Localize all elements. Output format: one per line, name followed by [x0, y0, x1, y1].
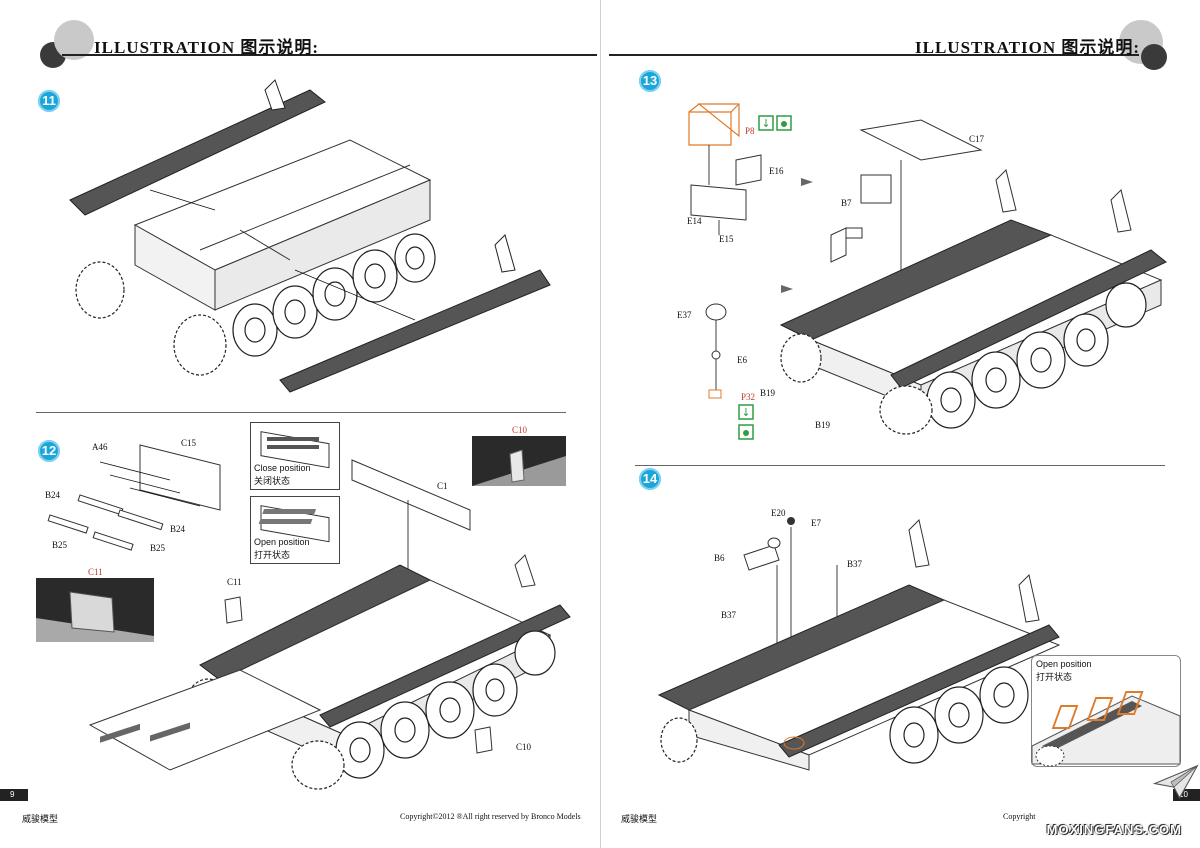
footer-copyright: Copyright — [1003, 812, 1036, 821]
step-12-subassembly — [47, 444, 221, 551]
part-label-c11: C11 — [227, 577, 242, 587]
part-label-b24-b: B24 — [170, 524, 186, 534]
part-label-e37: E37 — [677, 310, 692, 320]
page-header-title: ILLUSTRATION 图示说明: — [915, 38, 1141, 57]
step-badge-11: 11 — [38, 90, 60, 112]
footer-brand: 威骏模型 — [621, 814, 658, 824]
footer-bar — [0, 789, 28, 801]
step-14-drawing — [657, 517, 1061, 771]
part-label-b19-a: B19 — [760, 388, 776, 398]
svg-text:↓: ↓ — [741, 406, 750, 419]
page-number: 9 — [10, 790, 15, 799]
road-wheels — [75, 233, 436, 376]
left-page: ILLUSTRATION 图示说明: 11 — [0, 20, 597, 824]
part-label-e6: E6 — [737, 355, 747, 365]
part-label-e7: E7 — [811, 518, 821, 528]
close-position-inset: Close position 关闭状态 — [250, 422, 340, 490]
part-label-e16: E16 — [769, 166, 784, 176]
open-position-inset-14: Open position 打开状态 — [1031, 655, 1181, 767]
part-label-p32: P32 — [741, 392, 756, 402]
right-fender — [279, 234, 551, 393]
step-12-drawing — [88, 459, 571, 790]
step-separator — [36, 412, 566, 413]
part-label-b19-b: B19 — [815, 420, 831, 430]
part-label-e20: E20 — [771, 508, 786, 518]
close-position-sketch — [260, 431, 330, 469]
close-position-label: Close position — [254, 463, 311, 473]
part-label-b7-a: B7 — [841, 198, 852, 208]
page-number: 10 — [1179, 790, 1188, 799]
open-position-inset: Open position 打开状态 — [250, 496, 340, 564]
open-position-label: Open position — [1036, 659, 1092, 669]
right-page: ILLUSTRATION 图示说明: 13 ↓ ↓ — [600, 0, 1200, 848]
header-rule — [609, 54, 1139, 56]
decorative-circle-light — [54, 20, 94, 60]
part-label-b6: B6 — [714, 553, 725, 563]
step-13-drawing — [779, 119, 1167, 435]
part-label-b37-b: B37 — [721, 610, 737, 620]
page-header-title: ILLUSTRATION 图示说明: — [94, 38, 320, 57]
step-separator — [635, 465, 1165, 466]
open-position-sketch-14 — [1031, 691, 1181, 767]
part-label-b25-a: B25 — [52, 540, 68, 550]
photo-detail-c11 — [36, 578, 154, 642]
close-position-label-cn: 关闭状态 — [254, 476, 291, 486]
photo-label-c11: C11 — [88, 567, 103, 577]
footer-copyright: Copyright©2012 ®All right reserved by Br… — [400, 812, 581, 821]
part-label-e15: E15 — [719, 234, 734, 244]
header-rule — [62, 54, 597, 56]
step-badge-12: 12 — [38, 440, 60, 462]
decorative-circle-dark — [1141, 44, 1167, 70]
part-label-b25-b: B25 — [150, 543, 166, 553]
part-label-a46: A46 — [92, 442, 108, 452]
open-position-sketch — [258, 505, 330, 543]
part-label-c1: C1 — [437, 481, 448, 491]
part-label-b37-a: B37 — [847, 559, 863, 569]
part-label-e14: E14 — [687, 216, 702, 226]
photo-detail-c10 — [472, 436, 566, 486]
step-badge-14: 14 — [639, 468, 661, 490]
left-fender — [69, 79, 326, 216]
step-11-drawing — [69, 79, 551, 393]
step-badge-13: 13 — [639, 70, 661, 92]
open-position-label-cn: 打开状态 — [1036, 672, 1073, 682]
footer-brand: 威骏模型 — [22, 814, 59, 824]
watermark-text: MOXINGFANS.COM — [1046, 822, 1182, 837]
watermark-logo — [1152, 764, 1199, 799]
part-label-c17: C17 — [969, 134, 985, 144]
svg-text:↓: ↓ — [761, 117, 770, 130]
photo-label-c10: C10 — [512, 425, 528, 435]
part-label-b24-a: B24 — [45, 490, 61, 500]
part-label-p8: P8 — [745, 126, 755, 136]
part-label-c15: C15 — [181, 438, 197, 448]
part-label-c10: C10 — [516, 742, 532, 752]
open-position-label: Open position — [254, 537, 310, 547]
open-position-label-cn: 打开状态 — [254, 550, 291, 560]
step-13-parts: ↓ ↓ — [688, 103, 813, 440]
hull — [133, 139, 432, 311]
